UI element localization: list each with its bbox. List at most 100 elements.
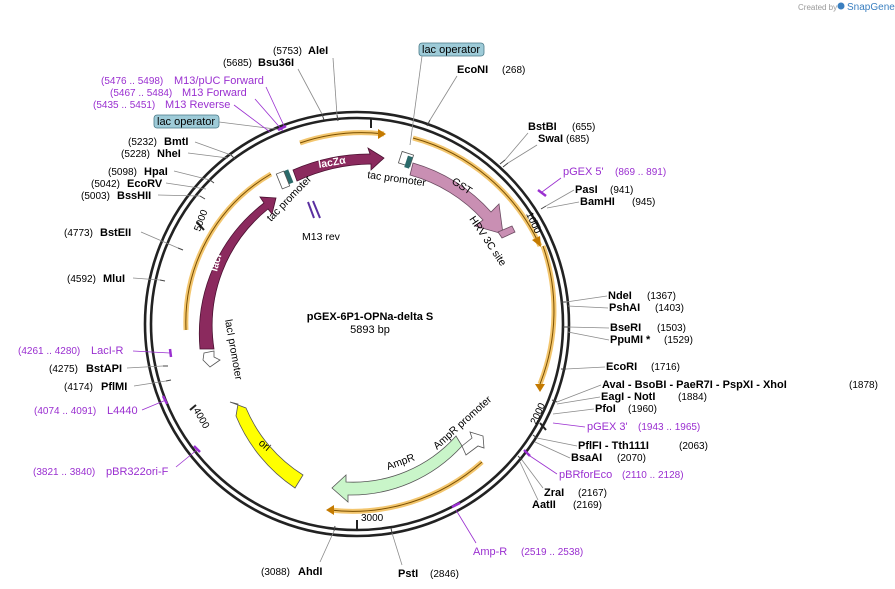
primer-l4440-marker xyxy=(161,395,169,405)
svg-text:(5098): (5098) xyxy=(108,167,137,178)
svg-text:MluI: MluI xyxy=(103,273,125,285)
ori-feature[interactable] xyxy=(229,401,304,489)
enzyme-nheI[interactable]: (5228) NheI xyxy=(121,148,181,160)
enzyme-avaI-group[interactable]: AvaI - BsoBI - PaeR7I - PspXI - XhoI (18… xyxy=(602,379,878,391)
svg-text:BmtI: BmtI xyxy=(164,136,188,148)
enzyme-aleI[interactable]: (5753) AleI xyxy=(273,45,328,57)
svg-text:(4174): (4174) xyxy=(64,382,93,393)
svg-text:(268): (268) xyxy=(502,65,525,76)
svg-text:(3821 .. 3840): (3821 .. 3840) xyxy=(33,467,95,478)
enzyme-ahdI[interactable]: (3088) AhdI xyxy=(261,566,322,578)
primer-m13-puc-forward[interactable]: (5476 .. 5498) M13/pUC Forward xyxy=(101,75,264,87)
enzyme-eagI-notI[interactable]: EagI - NotI (1884) xyxy=(601,391,707,403)
credit-brand[interactable]: SnapGene xyxy=(847,2,895,13)
svg-text:(4074 .. 4091): (4074 .. 4091) xyxy=(34,406,96,417)
svg-text:L4440: L4440 xyxy=(107,405,138,417)
svg-text:(4592): (4592) xyxy=(67,274,96,285)
enzyme-hpaI[interactable]: (5098) HpaI xyxy=(108,166,168,178)
lacZa-feature[interactable] xyxy=(292,147,385,182)
ampr-promoter-label: AmpR promoter xyxy=(431,393,494,452)
primer-amp-r[interactable]: Amp-R (2519 .. 2538) xyxy=(473,546,583,558)
tick-label-5000: 5000 xyxy=(192,208,210,233)
enzyme-ecoNI[interactable]: EcoNI (268) xyxy=(457,64,525,76)
enzyme-pstI[interactable]: PstI (2846) xyxy=(398,568,459,580)
enzyme-pfoI[interactable]: PfoI (1960) xyxy=(595,403,657,415)
svg-text:pGEX 5': pGEX 5' xyxy=(563,166,604,178)
primer-pbr322ori-f[interactable]: (3821 .. 3840) pBR322ori-F xyxy=(33,466,169,478)
svg-text:BssHII: BssHII xyxy=(117,190,151,202)
svg-text:LacI-R: LacI-R xyxy=(91,345,123,357)
enzyme-ecoRV[interactable]: (5042) EcoRV xyxy=(91,178,163,190)
lac-promoter-feature[interactable] xyxy=(275,170,291,190)
m13-rev-primer[interactable] xyxy=(307,200,321,219)
enzyme-pflMI[interactable]: (4174) PflMI xyxy=(64,381,127,393)
enzyme-bsaAI[interactable]: BsaAI (2070) xyxy=(571,452,646,464)
svg-text:(5467 .. 5484): (5467 .. 5484) xyxy=(110,88,172,99)
svg-text:M13 Reverse: M13 Reverse xyxy=(165,99,230,111)
svg-text:AleI: AleI xyxy=(308,45,328,57)
svg-text:PflMI: PflMI xyxy=(101,381,127,393)
lac-operator-feature-top[interactable] xyxy=(404,155,413,169)
enzyme-ecoRI[interactable]: EcoRI (1716) xyxy=(606,361,680,373)
enzyme-pflFI-tth111I[interactable]: PflFI - Tth111I (2063) xyxy=(578,440,708,452)
svg-text:(1960): (1960) xyxy=(628,404,657,415)
enzyme-bstBI[interactable]: BstBI (655) xyxy=(528,121,595,133)
primer-m13-reverse[interactable]: (5435 .. 5451) M13 Reverse xyxy=(93,99,230,111)
svg-text:PshAI: PshAI xyxy=(609,302,640,314)
svg-text:PasI: PasI xyxy=(575,184,598,196)
svg-text:BstAPI: BstAPI xyxy=(86,363,122,375)
svg-text:(1503): (1503) xyxy=(657,323,686,334)
primer-pbr322ori-f-marker xyxy=(193,445,201,453)
primer-pbrforeco[interactable]: pBRforEco (2110 .. 2128) xyxy=(559,469,684,481)
primer-m13-forward[interactable]: (5467 .. 5484) M13 Forward xyxy=(110,87,247,99)
lac-operator-box-top[interactable] xyxy=(418,42,485,57)
laci-label: lacI xyxy=(208,253,224,273)
enzyme-bstEII[interactable]: (4773) BstEII xyxy=(64,227,131,239)
primer-lacI-r-marker xyxy=(168,348,173,358)
lac-operator-feature-left[interactable] xyxy=(283,169,294,185)
svg-text:(5753): (5753) xyxy=(273,46,302,57)
svg-text:(4275): (4275) xyxy=(49,364,78,375)
svg-text:(2169): (2169) xyxy=(573,500,602,511)
svg-text:EcoRV: EcoRV xyxy=(127,178,163,190)
enzyme-bamHI[interactable]: BamHI (945) xyxy=(580,196,655,208)
laci-promoter-feature[interactable] xyxy=(202,350,221,368)
primer-l4440[interactable]: (4074 .. 4091) L4440 xyxy=(34,405,138,417)
enzyme-pshAI[interactable]: PshAI (1403) xyxy=(609,302,684,314)
enzyme-zraI[interactable]: ZraI (2167) xyxy=(544,487,607,499)
svg-text:(2167): (2167) xyxy=(578,488,607,499)
svg-text:(2519 .. 2538): (2519 .. 2538) xyxy=(521,547,583,558)
enzyme-bseRI[interactable]: BseRI (1503) xyxy=(610,322,686,334)
hrv-3c-site-feature[interactable] xyxy=(497,225,516,239)
enzyme-ppuMI[interactable]: PpuMI * (1529) xyxy=(610,334,693,346)
enzyme-ndeI[interactable]: NdeI (1367) xyxy=(608,290,676,302)
ampr-feature[interactable] xyxy=(331,435,463,503)
primer-lacI-r[interactable]: (4261 .. 4280) LacI-R xyxy=(18,345,123,357)
svg-text:M13/pUC Forward: M13/pUC Forward xyxy=(174,75,264,87)
enzyme-aatII[interactable]: AatII (2169) xyxy=(532,499,602,511)
svg-text:NheI: NheI xyxy=(157,148,181,160)
enzyme-bstAPI[interactable]: (4275) BstAPI xyxy=(49,363,122,375)
lac-operator-label-left: lac operator xyxy=(157,116,215,128)
tick-marks xyxy=(189,118,547,530)
svg-text:(1943 .. 1965): (1943 .. 1965) xyxy=(638,422,700,433)
m13-rev-label: M13 rev xyxy=(302,231,341,243)
ampr-promoter-feature[interactable] xyxy=(461,431,485,456)
svg-text:(945): (945) xyxy=(632,197,655,208)
lac-operator-box-left[interactable] xyxy=(153,114,220,129)
laci-feature[interactable] xyxy=(198,196,277,350)
enzyme-bssHII[interactable]: (5003) BssHII xyxy=(81,190,151,202)
svg-text:AatII: AatII xyxy=(532,499,556,511)
svg-text:(5042): (5042) xyxy=(91,179,120,190)
enzyme-pasI[interactable]: PasI (941) xyxy=(575,184,633,196)
primer-pgex-5[interactable]: pGEX 5' (869 .. 891) xyxy=(563,166,666,178)
svg-text:(1403): (1403) xyxy=(655,303,684,314)
primer-pgex-3[interactable]: pGEX 3' (1943 .. 1965) xyxy=(587,421,700,433)
enzyme-bsu36I[interactable]: (5685) Bsu36I xyxy=(223,57,294,69)
enzyme-bmtI[interactable]: (5232) BmtI xyxy=(128,136,188,148)
svg-text:pBRforEco: pBRforEco xyxy=(559,469,612,481)
enzyme-mluI[interactable]: (4592) MluI xyxy=(67,273,125,285)
svg-text:BamHI: BamHI xyxy=(580,196,615,208)
gst-feature[interactable] xyxy=(409,162,504,235)
enzyme-swaI[interactable]: SwaI (685) xyxy=(538,133,589,145)
